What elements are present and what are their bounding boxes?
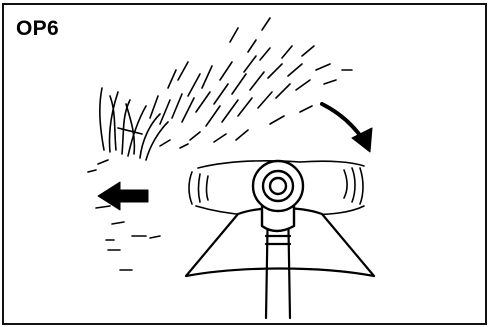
figure-label: OP6 <box>16 17 59 40</box>
cut-grass-icon <box>87 17 353 271</box>
figure-frame: OP6 <box>2 3 487 325</box>
trimmer-head-icon <box>251 159 305 233</box>
left-arrow-icon <box>97 181 149 211</box>
curved-arrow-icon <box>320 102 373 153</box>
